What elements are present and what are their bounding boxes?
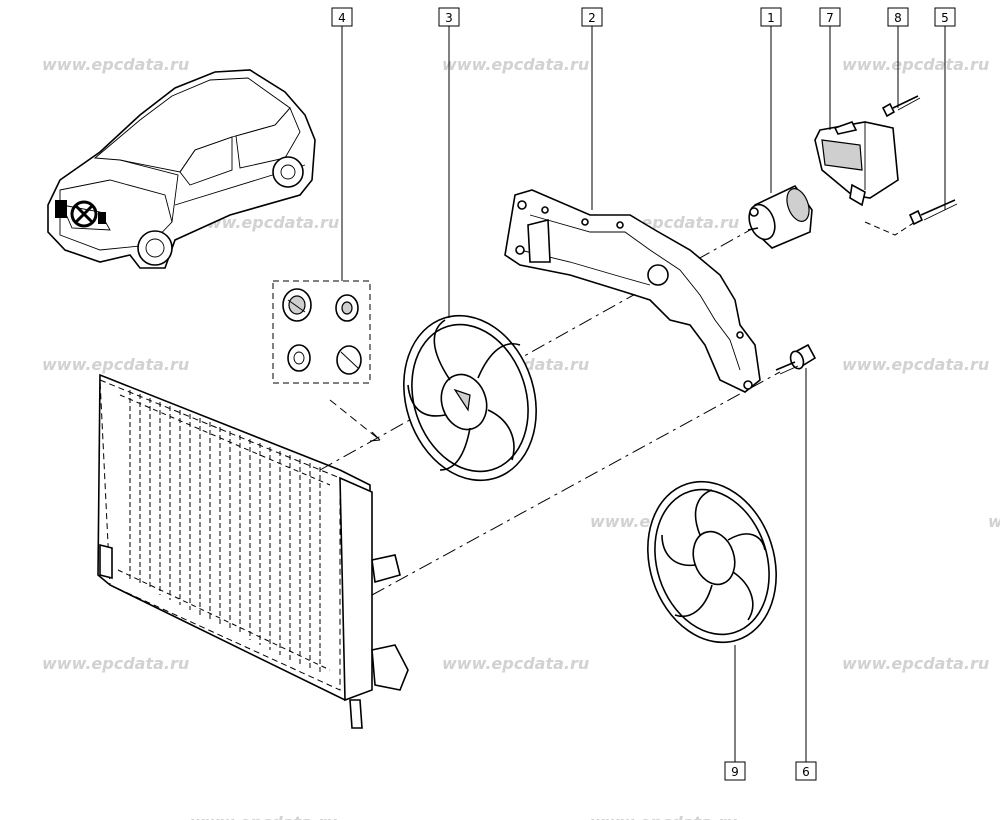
callout-number: 6 bbox=[802, 765, 810, 779]
callout-number: 5 bbox=[941, 11, 949, 25]
callout-number: 8 bbox=[894, 11, 902, 25]
callout-1: 1 bbox=[760, 7, 782, 27]
callout-4: 4 bbox=[331, 7, 353, 27]
callout-number: 2 bbox=[588, 11, 596, 25]
callout-6: 6 bbox=[795, 761, 817, 781]
watermark-text: www.epcdata.ru bbox=[42, 654, 189, 673]
callout-number: 7 bbox=[826, 11, 834, 25]
watermark-text: www.epcdata.ru bbox=[842, 55, 989, 74]
radiator bbox=[97, 373, 409, 729]
callout-2: 2 bbox=[581, 7, 603, 27]
watermark-text: www.epcdata.ru bbox=[442, 654, 589, 673]
callout-number: 4 bbox=[338, 11, 346, 25]
watermark-text: www.epcdata.ru bbox=[988, 512, 1000, 531]
callout-number: 9 bbox=[731, 765, 739, 779]
watermark-text: www.epcdata.ru bbox=[842, 654, 989, 673]
fan-motor bbox=[747, 184, 813, 249]
car-illustration bbox=[47, 69, 316, 269]
grommet-large bbox=[282, 288, 312, 322]
callout-number: 1 bbox=[767, 11, 775, 25]
watermark-text: www.epcdata.ru bbox=[442, 55, 589, 74]
callout-9: 9 bbox=[724, 761, 746, 781]
watermark-text: www.epcdata.ru bbox=[192, 213, 339, 232]
watermark-text: www.epcdata.ru bbox=[590, 813, 737, 820]
clip-ring bbox=[336, 345, 362, 375]
callout-3: 3 bbox=[438, 7, 460, 27]
callout-8: 8 bbox=[887, 7, 909, 27]
watermark-text: www.epcdata.ru bbox=[842, 355, 989, 374]
leader-line bbox=[329, 399, 381, 441]
fastener-kit-box bbox=[272, 280, 371, 384]
cooling-fan-upper bbox=[403, 314, 537, 482]
callout-7: 7 bbox=[819, 7, 841, 27]
leader-line bbox=[864, 221, 916, 236]
callout-number: 3 bbox=[445, 11, 453, 25]
frame-bolt bbox=[775, 343, 817, 375]
resistor-housing bbox=[814, 121, 899, 207]
nut-ring bbox=[287, 344, 311, 372]
car-fan-marker bbox=[55, 200, 106, 228]
fan-mounting-frame bbox=[504, 189, 761, 393]
watermark-text: www.epcdata.ru bbox=[42, 55, 189, 74]
grommet-small bbox=[335, 294, 359, 322]
screw-upper bbox=[881, 95, 921, 118]
cooling-fan-lower bbox=[647, 480, 777, 644]
leader-arrow bbox=[369, 431, 381, 442]
callout-leaders bbox=[341, 26, 946, 762]
watermark-text: www.epcdata.ru bbox=[190, 813, 337, 820]
watermark-text: www.epcdata.ru bbox=[42, 355, 189, 374]
callout-5: 5 bbox=[934, 7, 956, 27]
leader-line bbox=[371, 371, 781, 596]
screw-lower bbox=[908, 199, 958, 226]
